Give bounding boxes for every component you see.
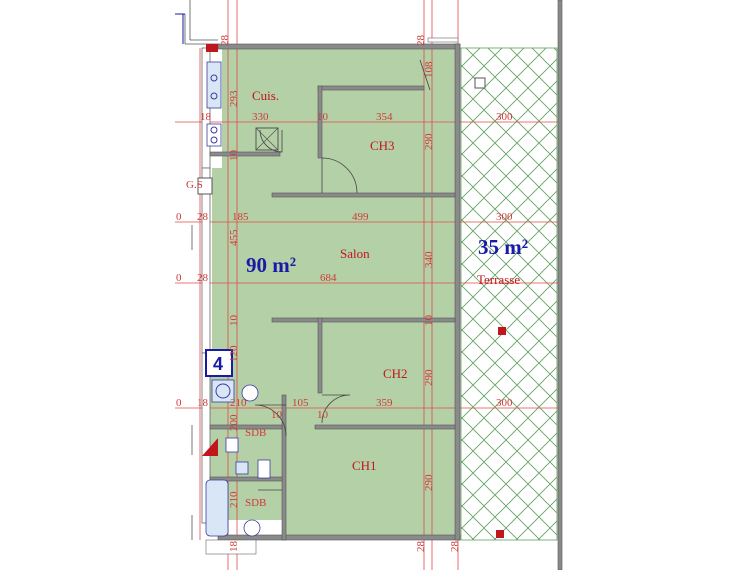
dim-label: 290 [423, 369, 435, 386]
dim-label: 0 [176, 211, 182, 223]
dim-label: 108 [423, 61, 435, 78]
dim-label: 18 [197, 397, 209, 409]
dim-label: 10 [228, 315, 240, 327]
dim-label: 200 [228, 414, 240, 431]
dim-label: 120 [228, 345, 240, 362]
room-label-ch1: CH1 [352, 458, 377, 473]
dim-label: 455 [228, 229, 240, 246]
dim-label: 293 [228, 90, 240, 107]
room-label-sdb-lower: SDB [245, 497, 266, 509]
dim-label: 354 [376, 111, 393, 123]
room-label-gs: G.S [186, 179, 203, 191]
room-label-living: Salon [340, 246, 370, 261]
room-label-ch2: CH2 [383, 366, 408, 381]
bathtub-icon [205, 479, 229, 537]
dim-label: 290 [423, 133, 435, 150]
kitchen-sink-icon [206, 61, 222, 109]
drain-mid-icon [498, 327, 506, 335]
dim-label: 0 [176, 397, 182, 409]
stove-icon [206, 123, 222, 147]
dim-label: 18 [200, 111, 212, 123]
dim-label: 330 [252, 111, 269, 123]
guide-lines [175, 0, 560, 570]
bidet-icon [257, 459, 271, 479]
dim-label: 10 [317, 409, 329, 421]
dim-label: 210 [228, 491, 240, 508]
washbasin-lower-icon [243, 519, 261, 537]
room-label-terrace: Terrasse [477, 272, 520, 287]
room-label-ch3: CH3 [370, 138, 395, 153]
dim-label: 290 [423, 474, 435, 491]
dim-label: 300 [496, 111, 513, 123]
dim-label: 185 [232, 211, 249, 223]
dimension-labels: 28 28 108 293 18 330 10 354 300 10 290 0… [176, 35, 513, 553]
apartment-floor [206, 48, 458, 540]
dim-label: 10 [317, 111, 329, 123]
drain-top-icon [474, 77, 486, 89]
terrace-area-label: 35 m² [478, 235, 528, 259]
gs-box [197, 177, 213, 195]
dim-label: 340 [423, 251, 435, 268]
dim-label: 28 [197, 272, 209, 284]
dim-label: 0 [176, 272, 182, 284]
room-label-kitchen: Cuis. [252, 88, 279, 103]
shower-icon [211, 379, 235, 403]
unit-number: 4 [213, 354, 223, 374]
dim-label: 18 [228, 541, 240, 553]
apartment-area-label: 90 m² [246, 253, 296, 277]
dim-label: 28 [415, 35, 427, 47]
duct-icon [255, 127, 279, 151]
dim-label: 10 [271, 409, 283, 421]
dim-label: 499 [352, 211, 369, 223]
fixture-square-icon [235, 461, 249, 475]
dim-label: 105 [292, 397, 309, 409]
dim-label: 300 [496, 211, 513, 223]
dim-label: 10 [228, 150, 240, 162]
doors [254, 59, 431, 491]
walls [175, 0, 563, 570]
dim-label: 359 [376, 397, 393, 409]
toilet-upper-icon [225, 437, 239, 453]
dim-label: 300 [496, 397, 513, 409]
corner-marker-icon [206, 44, 218, 52]
terrace-floor [460, 47, 558, 541]
dim-label: 28 [415, 541, 427, 553]
dim-label: 28 [197, 211, 209, 223]
fixtures [197, 44, 506, 538]
red-marker-icon [202, 438, 218, 456]
washbasin-upper-icon [241, 384, 259, 402]
dim-label: 684 [320, 272, 337, 284]
dim-label: 210 [230, 397, 247, 409]
dim-label: 10 [423, 315, 435, 327]
drain-bottom-icon [496, 530, 504, 538]
unit-number-box [205, 349, 233, 377]
dim-label: 28 [449, 541, 461, 553]
room-label-sdb-upper: SDB [245, 427, 266, 439]
dim-label: 28 [219, 35, 231, 47]
